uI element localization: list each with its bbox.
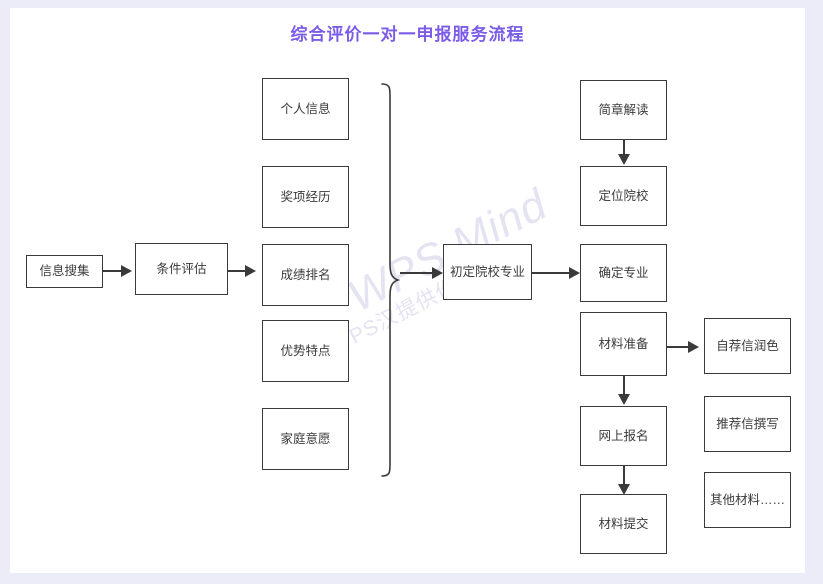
node-condition-eval[interactable]: 条件评估 (135, 243, 228, 295)
arrowhead-condition-to-grade (245, 265, 256, 277)
arrowhead-prelim-to-confirm (569, 267, 580, 279)
arrowhead-prep-to-online (618, 394, 630, 405)
arrowhead-brace-to-prelim (432, 267, 443, 279)
node-online-apply[interactable]: 网上报名 (580, 406, 667, 466)
connector-online-to-submit (623, 466, 625, 488)
connector-prep-to-online (623, 376, 625, 398)
node-prelim-school-major[interactable]: 初定院校专业 (443, 244, 532, 300)
page-title: 综合评价一对一申报服务流程 (290, 25, 525, 44)
node-material-submit[interactable]: 材料提交 (580, 494, 667, 554)
arrowhead-prep-to-selfrec (688, 341, 699, 353)
connector-brace-to-prelim (400, 272, 435, 274)
arrowhead-info-to-condition (121, 265, 132, 277)
connector-prep-to-selfrec (667, 346, 691, 348)
node-self-rec-polish[interactable]: 自荐信润色 (704, 318, 791, 374)
arrowhead-brochure-to-locate (618, 154, 630, 165)
node-award-history[interactable]: 奖项经历 (262, 166, 349, 228)
node-grade-rank[interactable]: 成绩排名 (262, 244, 349, 306)
node-info-collection[interactable]: 信息搜集 (26, 255, 103, 288)
node-confirm-major[interactable]: 确定专业 (580, 244, 667, 302)
connector-prelim-to-confirm (532, 272, 574, 274)
node-other-materials[interactable]: 其他材料…… (704, 472, 791, 528)
connector-condition-to-grade (228, 270, 247, 272)
node-personal-info[interactable]: 个人信息 (262, 78, 349, 140)
node-locate-school[interactable]: 定位院校 (580, 166, 667, 226)
connector-brochure-to-locate (623, 140, 625, 158)
grouping-brace (381, 83, 400, 477)
node-strength-traits[interactable]: 优势特点 (262, 320, 349, 382)
node-recommend-letter[interactable]: 推荐信撰写 (704, 396, 791, 452)
node-material-prep[interactable]: 材料准备 (580, 312, 667, 376)
connector-info-to-condition (103, 270, 123, 272)
arrowhead-online-to-submit (618, 484, 630, 495)
diagram-canvas: WPS Mind WPS汉提供作图服 综合评价一对一申报服务流程 信息搜集 条件… (10, 8, 805, 573)
node-family-wish[interactable]: 家庭意愿 (262, 408, 349, 470)
node-brochure-reading[interactable]: 简章解读 (580, 80, 667, 140)
